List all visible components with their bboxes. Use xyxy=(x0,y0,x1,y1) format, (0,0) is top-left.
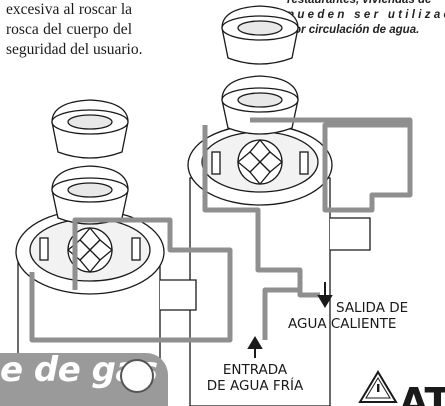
right-cap-upper xyxy=(221,5,299,65)
right-paragraph-line: por circulación de agua. xyxy=(287,24,420,36)
hot-water-outlet-label: SALIDA DE AGUA CALIENTE xyxy=(288,300,409,332)
left-paragraph-line: seguridad del usuario. xyxy=(6,41,143,58)
hot-water-label-line: AGUA CALIENTE xyxy=(288,316,397,332)
cold-water-label-line: DE AGUA FRÍA xyxy=(206,378,304,394)
left-cap-upper xyxy=(51,99,129,159)
right-cap-lower xyxy=(221,75,299,135)
up-arrow-icon xyxy=(247,336,263,358)
right-paragraph-line: restaurantes, viviendas de xyxy=(287,0,432,6)
warning-heading: AT xyxy=(399,380,445,406)
inlet-pipe xyxy=(262,287,300,340)
right-paragraph: restaurantes, viviendas de pueden ser ut… xyxy=(287,0,445,38)
left-paragraph-line: rosca del cuerpo del xyxy=(6,21,132,38)
right-paragraph-line: pueden ser utilizac xyxy=(287,9,445,21)
cold-water-inlet-label: ENTRADA DE AGUA FRÍA xyxy=(200,362,310,394)
left-paragraph: excesiva al roscar la rosca del cuerpo d… xyxy=(6,0,143,60)
cold-water-label-line: ENTRADA xyxy=(222,362,288,378)
right-burner xyxy=(236,138,284,186)
cold-water-pipe xyxy=(29,217,233,343)
hot-water-label-line: SALIDA DE xyxy=(336,300,409,316)
down-arrow-icon xyxy=(317,282,333,308)
connecting-pipe xyxy=(250,117,413,213)
gas-flame-icon xyxy=(120,359,154,393)
warning-triangle-icon xyxy=(358,370,398,403)
left-cap-lower xyxy=(51,165,129,225)
left-paragraph-line: excesiva al roscar la xyxy=(6,1,132,18)
hot-water-pipe xyxy=(202,125,320,298)
